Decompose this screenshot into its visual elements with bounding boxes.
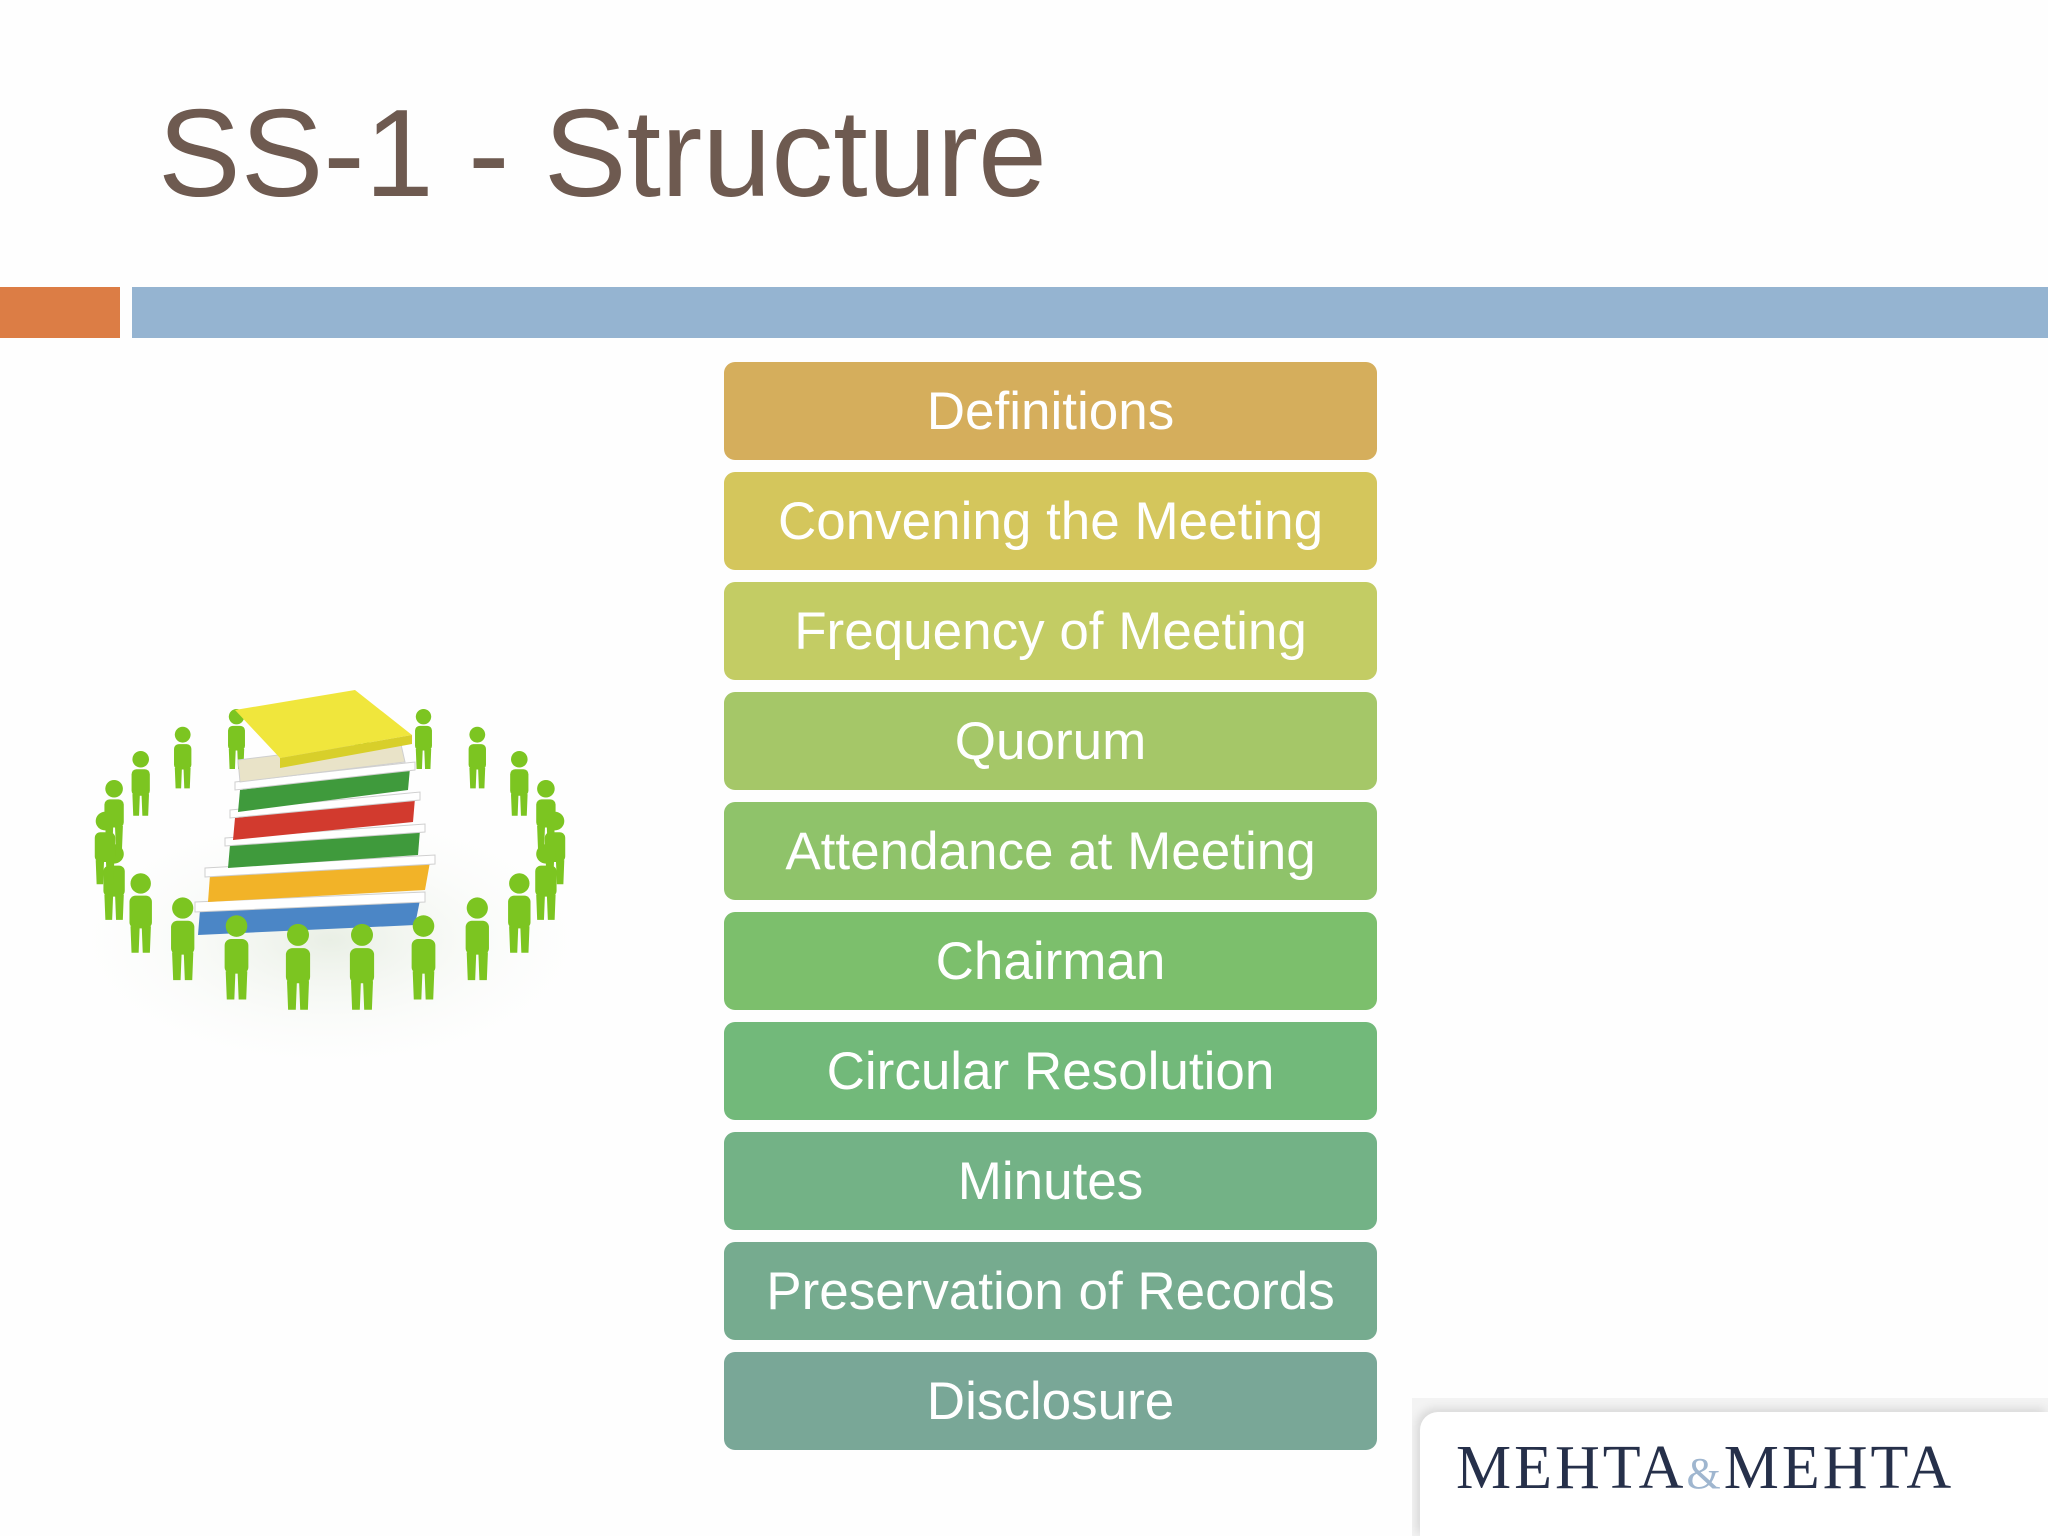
person-figure [171,897,195,981]
person-figure [415,708,432,769]
list-item-chairman: Chairman [724,912,1377,1010]
list-item-label: Frequency of Meeting [794,601,1307,661]
list-item-label: Quorum [954,711,1147,771]
list-item-circular-resolution: Circular Resolution [724,1022,1377,1120]
list-item-label: Convening the Meeting [777,491,1324,551]
person-figure [465,897,489,981]
structure-list: Definitions Convening the Meeting Freque… [724,362,1377,1462]
person-figure [131,750,150,816]
list-item-minutes: Minutes [724,1132,1377,1230]
company-logo: MEHTA&MEHTA [1412,1398,2048,1536]
slide-title: SS-1 - Structure [158,85,1047,223]
person-figure [468,726,486,789]
person-figure [508,873,531,953]
list-item-label: Disclosure [926,1371,1175,1431]
person-figure [285,923,311,1010]
person-figure [129,873,152,953]
person-figure [174,726,192,789]
list-item-label: Preservation of Records [766,1261,1335,1321]
people-around-books-icon [50,690,610,1080]
list-item-definitions: Definitions [724,362,1377,460]
list-item-disclosure: Disclosure [724,1352,1377,1450]
list-item-convening-the-meeting: Convening the Meeting [724,472,1377,570]
list-item-label: Circular Resolution [826,1041,1275,1101]
list-item-label: Definitions [926,381,1175,441]
person-figure [224,915,249,1000]
person-figure [535,844,557,920]
svg-text:MEHTA&MEHTA: MEHTA&MEHTA [1456,1434,1954,1502]
logo-wordmark: MEHTA&MEHTA [1456,1434,1954,1502]
list-item-label: Attendance at Meeting [785,821,1316,881]
accent-bar-blue [132,287,2048,338]
person-figure [349,923,375,1010]
list-item-quorum: Quorum [724,692,1377,790]
list-item-label: Minutes [957,1151,1144,1211]
person-figure [411,915,436,1000]
list-item-label: Chairman [935,931,1166,991]
person-figure [94,811,116,885]
list-item-preservation-of-records: Preservation of Records [724,1242,1377,1340]
person-figure [510,750,529,816]
list-item-frequency-of-meeting: Frequency of Meeting [724,582,1377,680]
accent-bar-orange [0,287,120,338]
list-item-attendance-at-meeting: Attendance at Meeting [724,802,1377,900]
